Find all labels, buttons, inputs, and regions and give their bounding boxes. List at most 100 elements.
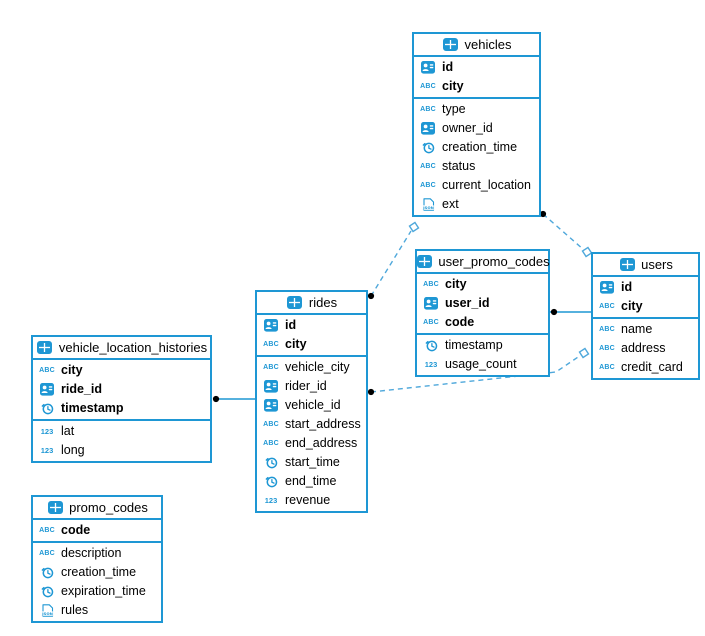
column-timestamp[interactable]: timestamp — [417, 336, 548, 355]
column-name: address — [621, 341, 666, 355]
column-name: city — [442, 79, 464, 93]
column-user_id[interactable]: user_id — [417, 294, 548, 313]
column-name: vehicle_id — [285, 398, 341, 412]
column-name: city — [445, 277, 467, 291]
column-name: id — [285, 318, 297, 332]
table-header-user_promo_codes[interactable]: user_promo_codes — [415, 251, 550, 274]
abc-icon: ABC — [423, 281, 439, 288]
relation-vehicles-users[interactable] — [542, 213, 585, 251]
column-creation_time[interactable]: creation_time — [414, 138, 539, 157]
table-icon — [415, 255, 433, 268]
column-rider_id[interactable]: rider_id — [257, 377, 366, 396]
column-name: creation_time — [61, 565, 137, 579]
column-name: description — [61, 546, 122, 560]
column-id[interactable]: id — [593, 278, 698, 297]
table-header-vehicles[interactable]: vehicles — [414, 34, 539, 57]
abc-icon: ABC — [263, 364, 279, 371]
column-name: name — [621, 322, 653, 336]
table-icon — [46, 501, 64, 514]
column-city[interactable]: ABC city — [417, 275, 548, 294]
id-card-icon — [598, 281, 616, 294]
column-address[interactable]: ABC address — [593, 339, 698, 358]
clock-icon — [262, 475, 280, 488]
relation-rides-vehicles[interactable] — [370, 230, 412, 297]
table-icon — [618, 258, 636, 271]
column-name: city — [285, 337, 307, 351]
column-vehicle_id[interactable]: vehicle_id — [257, 396, 366, 415]
table-header-rides[interactable]: rides — [257, 292, 366, 315]
column-name: code — [445, 315, 475, 329]
column-start_time[interactable]: start_time — [257, 453, 366, 472]
svg-text:JSON: JSON — [41, 611, 53, 616]
abc-icon: ABC — [39, 527, 55, 534]
column-ride_id[interactable]: ride_id — [33, 380, 210, 399]
column-name: vehicle_city — [285, 360, 350, 374]
table-title: promo_codes — [69, 500, 148, 515]
abc-icon: ABC — [263, 440, 279, 447]
cardinality-dot — [367, 388, 375, 396]
column-id[interactable]: id — [257, 316, 366, 335]
id-card-icon — [419, 122, 437, 135]
column-name: end_address — [285, 436, 358, 450]
abc-icon: ABC — [599, 303, 615, 310]
svg-text:JSON: JSON — [422, 205, 434, 210]
table-title: rides — [308, 295, 338, 310]
column-name: city — [61, 363, 83, 377]
column-name: current_location — [442, 178, 531, 192]
table-icon — [36, 341, 54, 354]
column-name: status — [442, 159, 476, 173]
column-end_address[interactable]: ABC end_address — [257, 434, 366, 453]
column-vehicle_city[interactable]: ABC vehicle_city — [257, 358, 366, 377]
clock-icon — [38, 402, 56, 415]
column-timestamp[interactable]: timestamp — [33, 399, 210, 418]
abc-icon: ABC — [599, 345, 615, 352]
clock-icon — [38, 566, 56, 579]
column-end_time[interactable]: end_time — [257, 472, 366, 491]
table-header-users[interactable]: users — [593, 254, 698, 277]
column-owner_id[interactable]: owner_id — [414, 119, 539, 138]
column-name: end_time — [285, 474, 337, 488]
table-header-vehicle_location_histories[interactable]: vehicle_location_histories — [33, 337, 210, 360]
column-name: usage_count — [445, 357, 517, 371]
number-icon: 123 — [264, 496, 278, 505]
column-id[interactable]: id — [414, 58, 539, 77]
json-icon: JSON — [419, 198, 437, 211]
column-expiration_time[interactable]: expiration_time — [33, 582, 161, 601]
table-header-promo_codes[interactable]: promo_codes — [33, 497, 161, 520]
column-creation_time[interactable]: creation_time — [33, 563, 161, 582]
column-name: id — [621, 280, 633, 294]
clock-icon — [38, 585, 56, 598]
